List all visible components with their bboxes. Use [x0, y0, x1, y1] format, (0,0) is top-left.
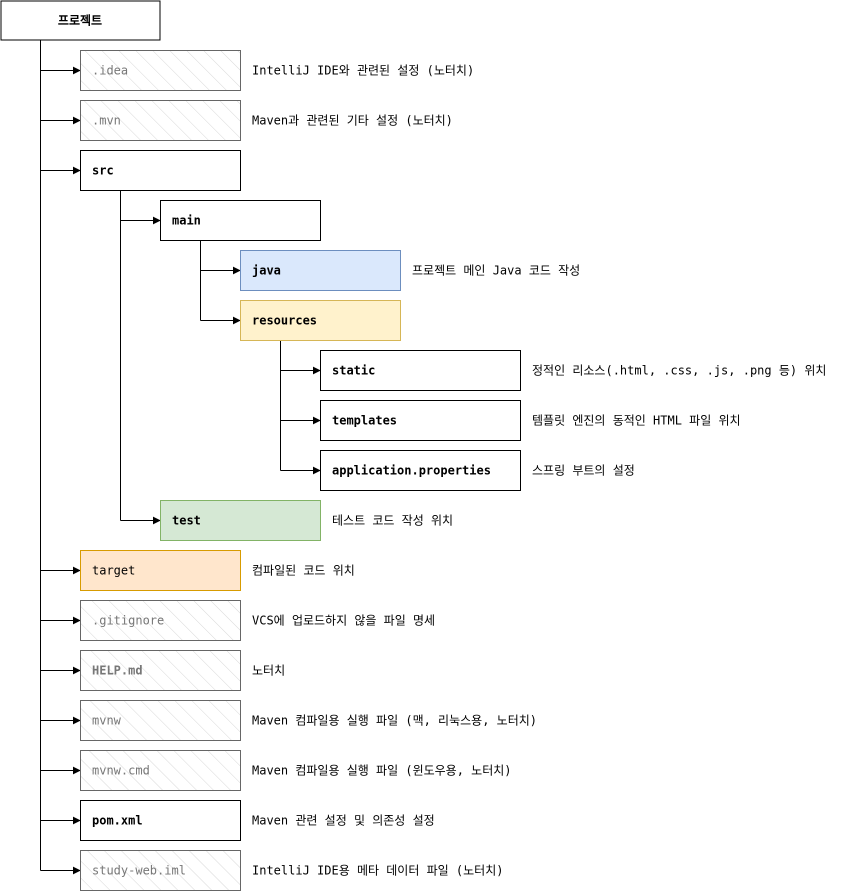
node-application-properties[interactable]: application.properties	[320, 450, 521, 491]
node-description: IntelliJ IDE와 관련된 설정 (노터치)	[252, 64, 474, 78]
node-java[interactable]: java	[240, 250, 401, 291]
node-description: 테스트 코드 작성 위치	[332, 514, 453, 528]
node-box	[240, 300, 401, 341]
node-description: IntelliJ IDE용 메타 데이터 파일 (노터치)	[252, 864, 503, 878]
node-label: .idea	[92, 64, 128, 78]
node-target[interactable]: target	[80, 550, 241, 591]
node-box	[160, 500, 321, 541]
connector-lines	[40, 40, 321, 875]
node-hatch	[80, 50, 241, 91]
node-idea[interactable]: .idea	[80, 50, 241, 91]
node-box	[80, 550, 241, 591]
node-description: Maven과 관련된 기타 설정 (노터치)	[252, 114, 453, 128]
node-label: src	[92, 164, 114, 178]
node-label: target	[92, 564, 135, 578]
node-description: 템플릿 엔진의 동적인 HTML 파일 위치	[532, 414, 741, 428]
node-hatch	[80, 750, 241, 791]
node-static[interactable]: static	[320, 350, 521, 391]
node-label: test	[172, 514, 201, 528]
node-label: mvnw.cmd	[92, 764, 150, 778]
node-label: pom.xml	[92, 814, 143, 828]
node-hatch	[80, 100, 241, 141]
node-description: 노터치	[252, 664, 285, 678]
node-description: Maven 컴파일용 실행 파일 (맥, 리눅스용, 노터치)	[252, 713, 537, 728]
node-test[interactable]: test	[160, 500, 321, 541]
node-label: HELP.md	[92, 664, 143, 678]
node-hatch	[80, 650, 241, 691]
node-hatch	[80, 700, 241, 741]
node-label: .gitignore	[92, 614, 164, 628]
node-templates[interactable]: templates	[320, 400, 521, 441]
node-description: 스프링 부트의 설정	[532, 464, 635, 478]
node-label: static	[332, 364, 375, 378]
node-label: application.properties	[332, 464, 491, 478]
node-box	[320, 450, 521, 491]
node-description: Maven 컴파일용 실행 파일 (윈도우용, 노터치)	[252, 763, 512, 778]
node-main[interactable]: main	[160, 200, 321, 241]
node-gitignore[interactable]: .gitignore	[80, 600, 241, 641]
node-description: 컴파일된 코드 위치	[252, 564, 355, 578]
node-help-md[interactable]: HELP.md	[80, 650, 241, 691]
node-label: study-web.iml	[92, 864, 186, 878]
node-hatch	[80, 600, 241, 641]
node-description: 프로젝트 메인 Java 코드 작성	[412, 264, 580, 278]
node-label: .mvn	[92, 114, 121, 128]
node-label: resources	[252, 314, 317, 328]
node-mvnw-cmd[interactable]: mvnw.cmd	[80, 750, 241, 791]
node-label: templates	[332, 414, 397, 428]
node-box	[80, 150, 241, 191]
node-study-web-iml[interactable]: study-web.iml	[80, 850, 241, 891]
node-box	[80, 800, 241, 841]
node-label: mvnw	[92, 714, 122, 728]
node-box	[320, 400, 521, 441]
node-description: VCS에 업로드하지 않을 파일 명세	[252, 614, 435, 628]
node-mvn[interactable]: .mvn	[80, 100, 241, 141]
node-pom-xml[interactable]: pom.xml	[80, 800, 241, 841]
root-label: 프로젝트	[58, 13, 102, 28]
node-label: main	[172, 214, 201, 228]
node-resources[interactable]: resources	[240, 300, 401, 341]
root-node[interactable]: 프로젝트	[0, 0, 161, 41]
node-mvnw[interactable]: mvnw	[80, 700, 241, 741]
node-description: 정적인 리소스(.html, .css, .js, .png 등) 위치	[532, 364, 826, 378]
node-description: Maven 관련 설정 및 의존성 설정	[252, 814, 435, 828]
node-src[interactable]: src	[80, 150, 241, 191]
node-box	[320, 350, 521, 391]
node-box	[240, 250, 401, 291]
node-label: java	[252, 264, 281, 278]
node-box	[160, 200, 321, 241]
